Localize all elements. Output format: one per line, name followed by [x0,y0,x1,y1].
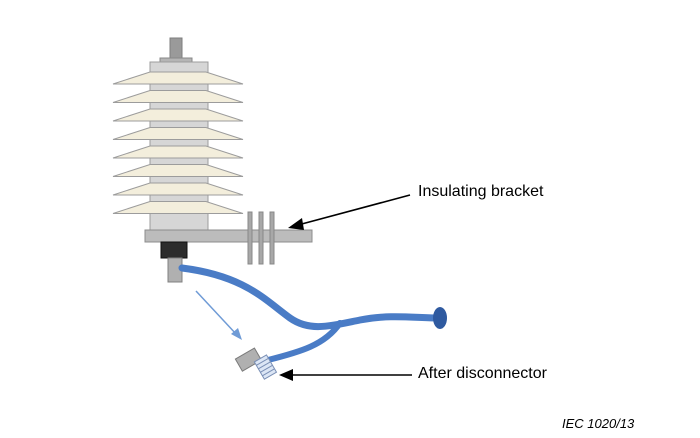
insulator-shed [112,164,244,177]
leader-line-bracket [297,194,411,226]
bottom-terminal-block [160,241,188,259]
leader-arrowhead-bracket [288,218,304,230]
insulator-shed [112,108,244,122]
arrester-sheds [112,71,244,214]
insulator-shed [112,201,244,214]
after-disconnector [234,347,278,380]
insulator-shed [112,145,244,159]
bracket-fin [247,211,253,265]
label-after-disconnector: After disconnector [418,365,547,382]
bracket-fin [269,211,275,265]
insulator-shed [112,127,244,140]
insulating-bracket-bar [144,229,313,243]
insulator-shed [112,90,244,103]
leader-arrowhead-disconnector [279,369,293,381]
disconnector-motion-arrow [195,290,238,336]
ground-cable [178,264,444,331]
bracket-fin [258,211,264,265]
insulator-shed [112,71,244,85]
top-terminal-stud [169,37,183,61]
ground-cable-branch [265,320,343,363]
disconnector-motion-arrowhead [231,328,242,340]
insulator-shed [112,182,244,196]
cable-end-lug [433,307,447,329]
figure-reference: IEC 1020/13 [562,416,635,431]
label-insulating-bracket: Insulating bracket [418,183,544,200]
